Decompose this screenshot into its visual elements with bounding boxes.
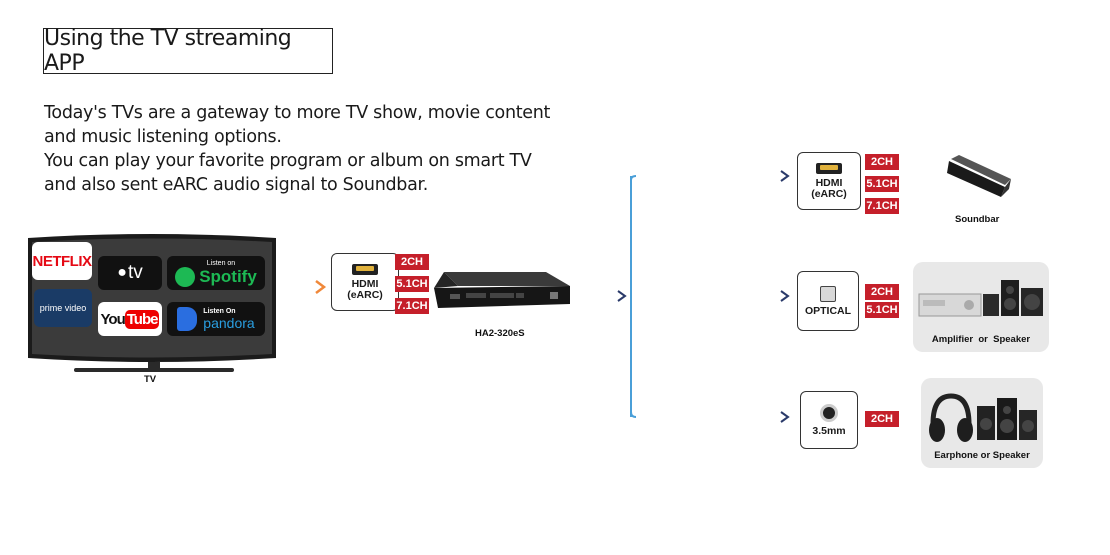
youtube-you-label: You — [100, 310, 126, 328]
appletv-app[interactable]: ● tv — [98, 256, 162, 290]
port-line2: (eARC) — [347, 288, 383, 301]
spotify-label: Spotify — [199, 266, 257, 286]
tv-label: TV — [144, 374, 157, 385]
channel-badge: 2CH — [395, 254, 429, 270]
spotify-app[interactable]: Listen on Spotify — [167, 256, 265, 290]
intro-text: Today's TVs are a gateway to more TV sho… — [44, 101, 564, 197]
trunk-corner-bottom — [630, 411, 637, 418]
channel-badge: 2CH — [865, 284, 899, 300]
prime-video-app[interactable]: prime video — [34, 289, 92, 327]
output-hdmi-port: HDMI (eARC) — [797, 152, 861, 210]
intro-line: and music listening options. — [44, 127, 282, 147]
ha2-320es-device — [428, 268, 571, 318]
appletv-label: tv — [127, 262, 143, 283]
port-line1: OPTICAL — [804, 304, 852, 317]
channel-badge: 5.1CH — [865, 302, 899, 318]
pandora-small-label: Listen On — [203, 307, 236, 315]
channel-badge: 2CH — [865, 154, 899, 170]
prime-video-label: prime video — [39, 303, 87, 313]
pandora-label: pandora — [203, 314, 255, 331]
branch-arrowhead-35mm — [780, 411, 790, 423]
input-hdmi-port: HDMI (eARC) — [331, 253, 399, 311]
earphone-speaker-icon — [929, 393, 1037, 442]
35mm-jack-icon — [820, 403, 838, 422]
port-line2: (eARC) — [811, 187, 847, 200]
optical-port-icon — [820, 285, 836, 302]
output-optical-port: OPTICAL — [797, 271, 859, 331]
port-line1: HDMI — [815, 176, 843, 189]
amplifier-speaker-panel: Amplifier or Speaker — [913, 262, 1049, 352]
intro-line: Today's TVs are a gateway to more TV sho… — [44, 103, 551, 123]
channel-badge: 7.1CH — [395, 298, 429, 314]
amplifier-speaker-label: Amplifier or Speaker — [931, 334, 1031, 345]
youtube-tube-label: Tube — [124, 309, 160, 329]
device-label: HA2-320eS — [475, 328, 525, 339]
intro-line: and also sent eARC audio signal to Sound… — [44, 175, 429, 195]
soundbar-device — [945, 153, 1015, 199]
channel-badge: 2CH — [865, 411, 899, 427]
port-line1: HDMI — [351, 277, 379, 290]
tv-to-input-arrowhead — [315, 280, 327, 294]
intro-line: You can play your favorite program or al… — [44, 151, 532, 171]
soundbar-icon — [947, 155, 1011, 197]
spotify-small-label: Listen on — [206, 259, 236, 267]
apple-icon: ● — [117, 264, 127, 281]
earphone-speaker-panel: Earphone or Speaker — [921, 378, 1043, 468]
output-35mm-port: 3.5mm — [800, 391, 858, 449]
soundbar-label: Soundbar — [955, 214, 1000, 225]
earphone-speaker-label: Earphone or Speaker — [934, 450, 1030, 461]
hdmi-port-icon — [352, 263, 378, 275]
page-title: Using the TV streaming APP — [43, 26, 333, 76]
device-icon — [434, 272, 570, 308]
netflix-app[interactable]: NETFLIX — [32, 242, 92, 280]
port-line1: 3.5mm — [812, 424, 846, 437]
branch-arrowhead-optical — [780, 290, 790, 302]
hdmi-port-icon — [816, 162, 842, 174]
tv: NETFLIX ● tv Listen on Spotify prime vid… — [26, 234, 278, 384]
pandora-app[interactable]: Listen On pandora — [167, 302, 265, 336]
amplifier-speaker-icon — [918, 280, 1043, 317]
youtube-app[interactable]: You Tube — [98, 302, 162, 336]
netflix-label: NETFLIX — [32, 252, 93, 270]
device-output-arrowhead — [617, 290, 627, 302]
spotify-logo-icon — [175, 266, 196, 287]
channel-badge: 5.1CH — [395, 276, 429, 292]
pandora-logo-icon — [177, 307, 198, 331]
branch-arrowhead-hdmi — [780, 170, 790, 182]
channel-badge: 7.1CH — [865, 198, 899, 214]
channel-badge: 5.1CH — [865, 176, 899, 192]
